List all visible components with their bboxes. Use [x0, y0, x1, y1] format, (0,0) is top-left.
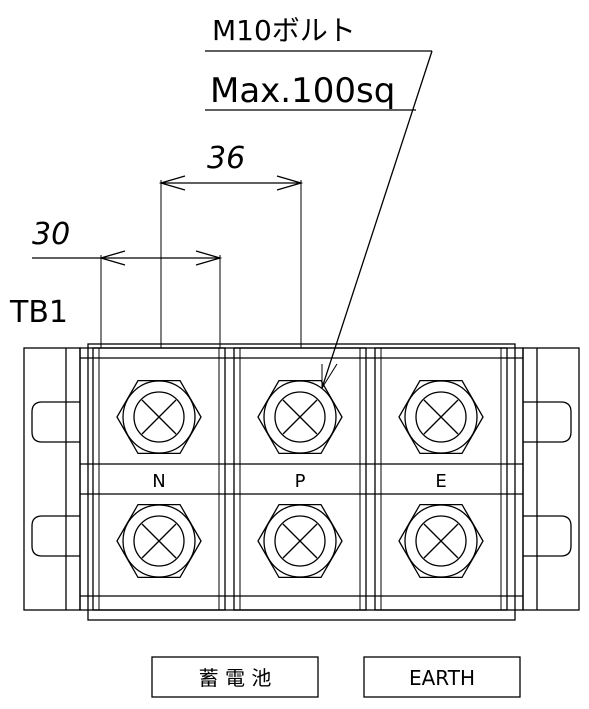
terminal-screw: [257, 503, 343, 579]
callout-arrow-a: [321, 363, 338, 389]
screw-head: [274, 391, 326, 443]
terminal-screw: [116, 379, 202, 455]
earth-label-box: EARTH: [363, 656, 521, 698]
screw-head: [274, 515, 326, 567]
terminal-screw: [257, 379, 343, 455]
washer: [263, 380, 337, 454]
bolt-callout: M10ボルト Max.100sq: [205, 14, 433, 389]
terminal-P: P: [233, 347, 367, 611]
terminal-screw: [116, 503, 202, 579]
callout-leader-line: [321, 50, 433, 389]
end-bracket-left: [23, 347, 81, 611]
terminal-label: E: [435, 471, 446, 492]
washer: [404, 380, 478, 454]
screw-head: [415, 515, 467, 567]
wire-spec-text: Max.100sq: [210, 71, 395, 111]
hex-nut: [257, 379, 343, 455]
hex-nut: [116, 503, 202, 579]
dimension-width: 30: [32, 217, 223, 348]
bolt-spec-text: M10ボルト: [212, 14, 356, 47]
block-label-text: TB1: [9, 295, 68, 330]
washer: [122, 380, 196, 454]
screw-head: [415, 391, 467, 443]
hex-nut: [398, 379, 484, 455]
end-bracket-right: [522, 347, 580, 611]
screw-head: [133, 391, 185, 443]
washer: [122, 504, 196, 578]
dimension-pitch: 36: [158, 141, 304, 348]
terminal-E: E: [374, 347, 508, 611]
terminal-screw: [398, 503, 484, 579]
terminal-label: N: [152, 471, 165, 492]
terminal-section: [233, 347, 367, 611]
battery-label-box: 蓄 電 池: [151, 656, 319, 698]
terminal-section: [92, 347, 226, 611]
battery-label-text: 蓄 電 池: [199, 666, 272, 690]
washer: [263, 504, 337, 578]
earth-label-text: EARTH: [409, 666, 475, 690]
terminal-label: P: [295, 471, 306, 492]
hex-nut: [398, 503, 484, 579]
dimension-width-text: 30: [32, 217, 70, 252]
washer: [404, 504, 478, 578]
hex-nut: [257, 503, 343, 579]
hex-nut: [116, 379, 202, 455]
terminal-section: [374, 347, 508, 611]
terminal-N: N: [92, 347, 226, 611]
screw-head: [133, 515, 185, 567]
terminal-screw: [398, 379, 484, 455]
dimension-pitch-text: 36: [207, 141, 245, 176]
